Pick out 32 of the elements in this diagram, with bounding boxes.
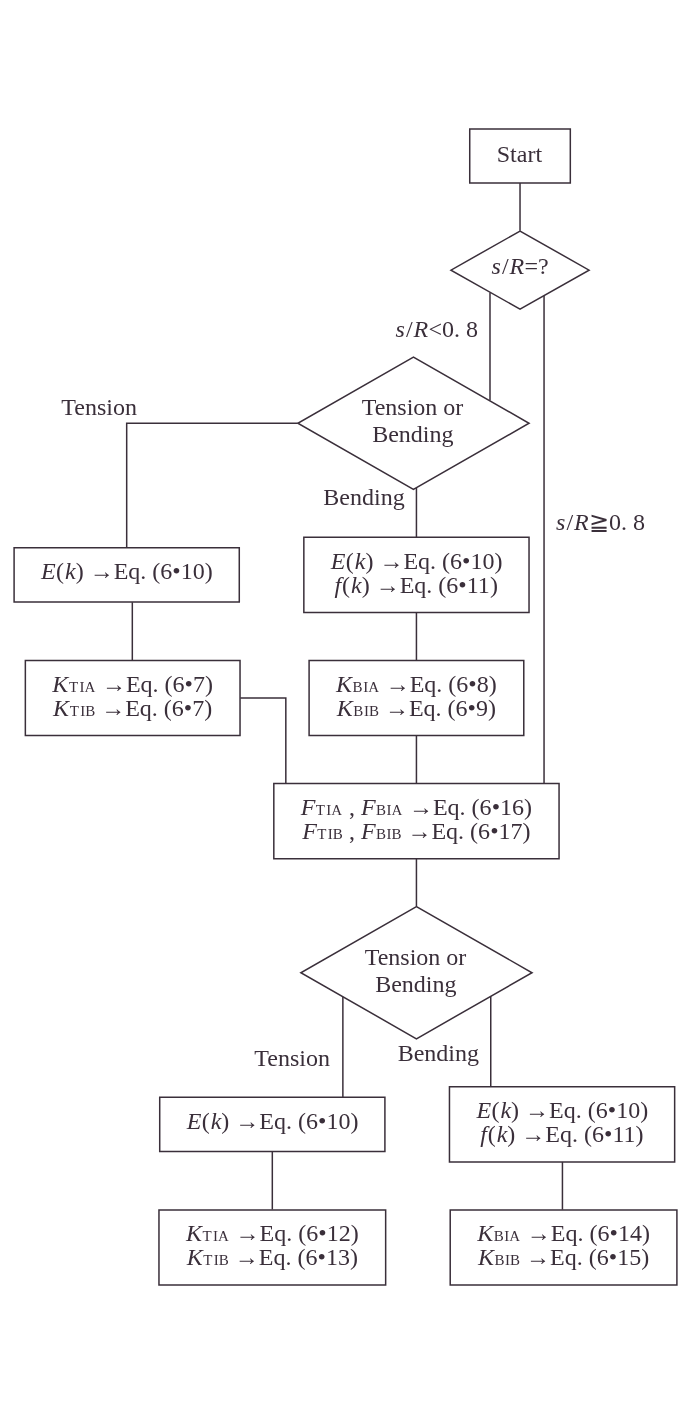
connector (239, 696, 287, 784)
node-box: E(k) →Eq. (6•10) f(k) →Eq. (6•11) (303, 536, 530, 613)
edge-label: Tension (254, 1044, 330, 1071)
connector (131, 600, 134, 661)
edge-label: s/R<0. 8 (395, 315, 479, 342)
node-box: Start (469, 127, 572, 184)
node-diamond: Tension or Bending (299, 905, 534, 1040)
node-box: KTIA →Eq. (6•7) KTIB →Eq. (6•7) (24, 659, 241, 736)
node-box: E(k) →Eq. (6•10) (158, 1096, 386, 1152)
connector (271, 1150, 274, 1210)
connector (490, 995, 492, 1087)
node-diamond: s/R=? (449, 229, 591, 310)
node-box: E(k) →Eq. (6•10) (13, 546, 241, 603)
edge-label: Bending (397, 1039, 480, 1066)
connector (415, 857, 418, 907)
connector (519, 181, 521, 231)
node-diamond: Tension or Bending (296, 355, 531, 490)
connector (489, 291, 491, 401)
connector (125, 422, 299, 548)
node-box: E(k) →Eq. (6•10) f(k) →Eq. (6•11) (448, 1085, 676, 1163)
edge-label: s/R≧0. 8 (556, 508, 646, 535)
connector (561, 1160, 564, 1210)
edge-label: Tension (61, 393, 138, 420)
node-box: KBIA →Eq. (6•14) KBIB →Eq. (6•15) (449, 1208, 678, 1286)
connector (415, 611, 418, 661)
connector (342, 995, 344, 1098)
node-box: KBIA →Eq. (6•8) KBIB →Eq. (6•9) (308, 659, 525, 736)
connector (415, 734, 418, 784)
node-box: KTIA →Eq. (6•12) KTIB →Eq. (6•13) (158, 1208, 387, 1286)
connector (543, 294, 545, 784)
node-box: FTIA , FBIA →Eq. (6•16) FTIB , FBIB →Eq. (6•17) (273, 782, 560, 859)
connector (415, 486, 418, 538)
